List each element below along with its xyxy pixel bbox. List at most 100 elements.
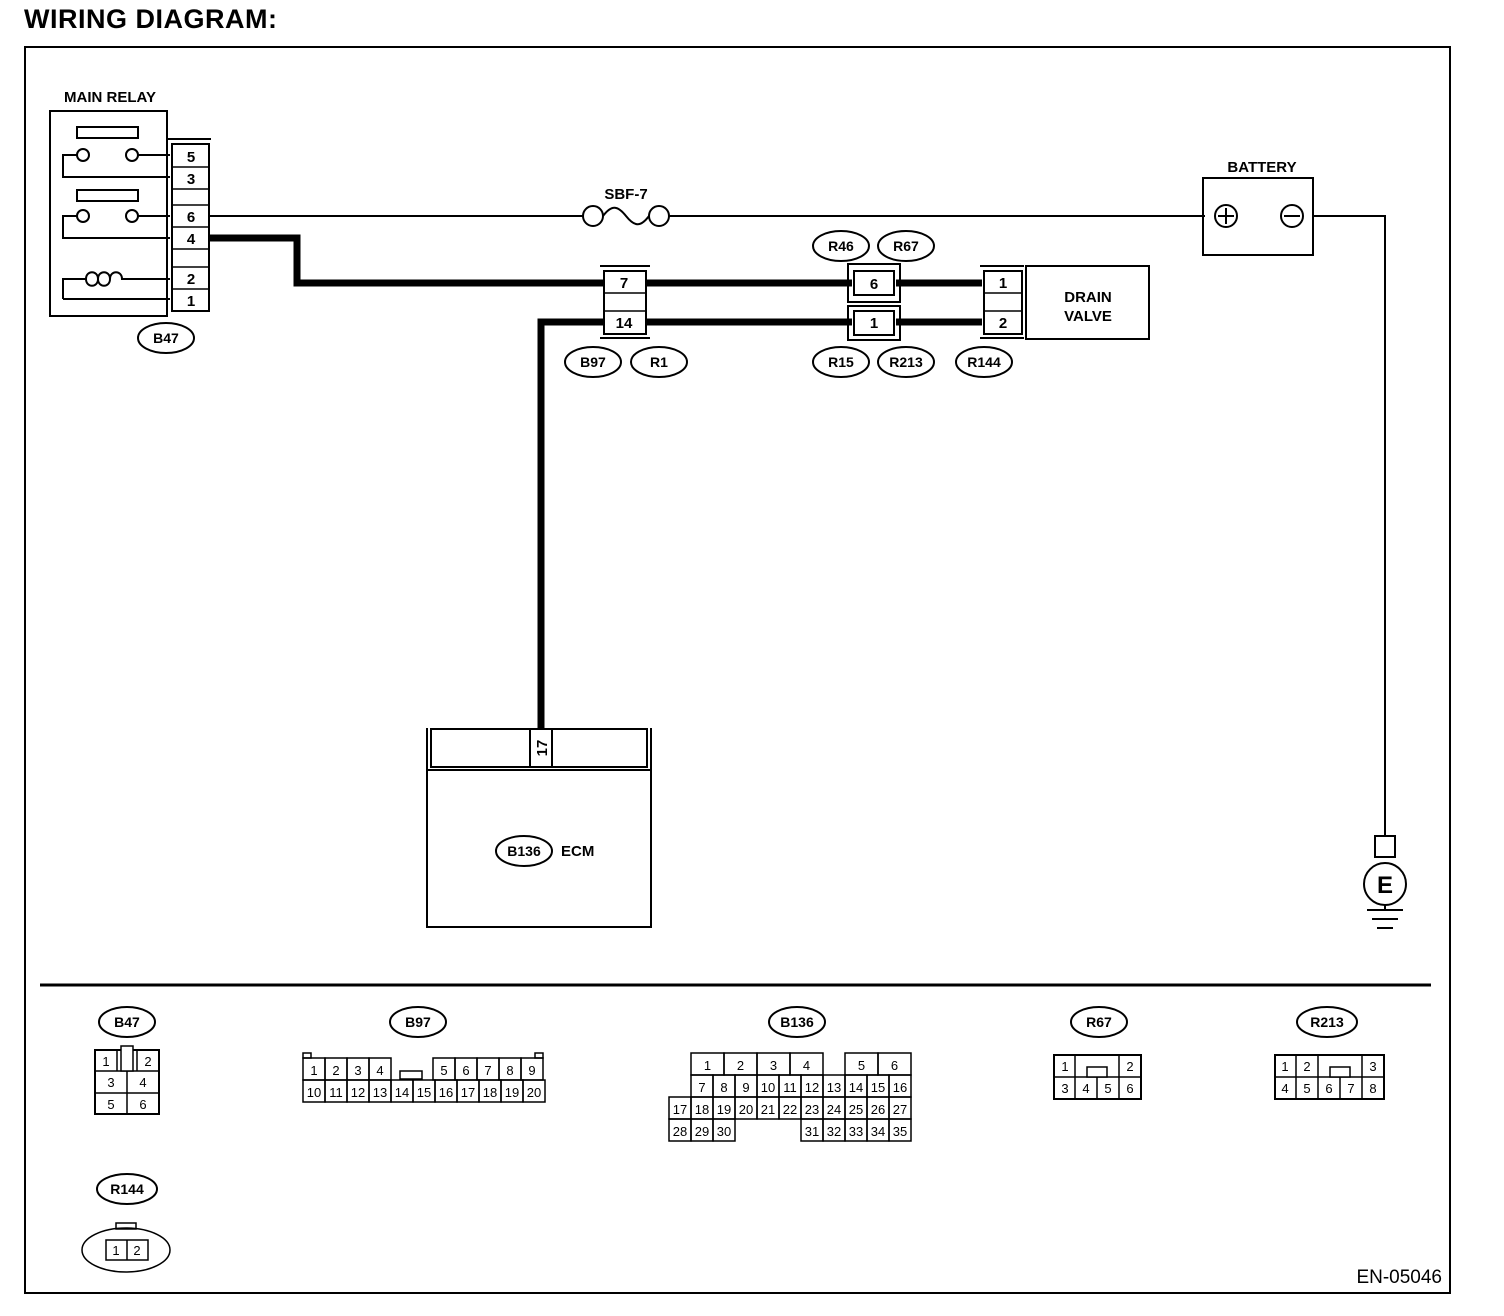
page-title: WIRING DIAGRAM: <box>24 4 278 34</box>
connector-cell-label: 4 <box>376 1063 383 1078</box>
wiring <box>209 215 1386 836</box>
connector-cell-label: 27 <box>893 1102 907 1117</box>
svg-text:6: 6 <box>139 1097 146 1112</box>
connector-cell-label: 28 <box>673 1124 687 1139</box>
connector-cell-label: 25 <box>849 1102 863 1117</box>
battery-negative-icon <box>1280 204 1304 228</box>
connector-cell-label: 35 <box>893 1124 907 1139</box>
svg-text:3: 3 <box>1061 1081 1068 1096</box>
drain-valve-label: VALVE <box>1064 308 1112 325</box>
connector-cell-label: 22 <box>783 1102 797 1117</box>
svg-text:2: 2 <box>144 1054 151 1069</box>
relay-connector: 5 3 6 4 2 1 B47 <box>137 138 211 354</box>
svg-text:4: 4 <box>139 1075 146 1090</box>
svg-text:4: 4 <box>1281 1081 1288 1096</box>
relay-pin: 3 <box>187 171 195 188</box>
connector-cell-label: 15 <box>871 1080 885 1095</box>
svg-text:R144: R144 <box>110 1181 144 1197</box>
connector-cell-label: 1 <box>704 1058 711 1073</box>
connector-cell-label: 30 <box>717 1124 731 1139</box>
connector-cell-label: 13 <box>373 1085 387 1100</box>
svg-text:3: 3 <box>107 1075 114 1090</box>
fuse-sbf7: SBF-7 <box>582 186 670 227</box>
ecm: 17 B136 ECM <box>426 728 652 928</box>
relay-pin: 5 <box>187 149 195 166</box>
connector-cell-label: 11 <box>783 1080 797 1095</box>
mid-pin: 14 <box>616 315 633 332</box>
connector-cell-label: 10 <box>307 1085 321 1100</box>
connector-cell-label: 14 <box>849 1080 863 1095</box>
connector-cell-label: 3 <box>354 1063 361 1078</box>
svg-text:1: 1 <box>1061 1059 1068 1074</box>
connector-tag-r67: R67 <box>893 238 919 254</box>
connector-cell-label: 33 <box>849 1124 863 1139</box>
connector-cell-label: 17 <box>673 1102 687 1117</box>
r-connector: 6 1 R46 R67 R15 R213 <box>812 230 935 378</box>
svg-text:1: 1 <box>102 1054 109 1069</box>
connector-cell-label: 24 <box>827 1102 841 1117</box>
connector-cell-label: 32 <box>827 1124 841 1139</box>
connector-cell-label: 4 <box>803 1058 810 1073</box>
connector-cell-label: 5 <box>858 1058 865 1073</box>
svg-text:5: 5 <box>1104 1081 1111 1096</box>
connector-cell-label: 21 <box>761 1102 775 1117</box>
svg-text:R213: R213 <box>1310 1014 1344 1030</box>
connector-tag-b136: B136 <box>507 843 541 859</box>
drain-valve: 1 2 DRAIN VALVE R144 <box>955 265 1150 378</box>
ground-label: E <box>1377 872 1393 899</box>
connector-cell-label: 15 <box>417 1085 431 1100</box>
battery-positive-icon <box>1214 204 1238 228</box>
connector-cell-label: 18 <box>483 1085 497 1100</box>
valve-pin: 2 <box>999 315 1007 332</box>
svg-text:6: 6 <box>1325 1081 1332 1096</box>
svg-text:2: 2 <box>133 1243 140 1258</box>
relay-pin: 2 <box>187 271 195 288</box>
connector-tag-r213: R213 <box>889 354 923 370</box>
connector-cell-label: 19 <box>505 1085 519 1100</box>
connector-cell-label: 29 <box>695 1124 709 1139</box>
r-pin: 6 <box>870 276 878 293</box>
relay-pin: 6 <box>187 209 195 226</box>
figure-code: EN-05046 <box>1356 1267 1442 1288</box>
connector-view-b47: B47 1 2 3 4 5 6 <box>94 1006 160 1115</box>
svg-text:5: 5 <box>1303 1081 1310 1096</box>
battery-label: BATTERY <box>1227 159 1296 176</box>
connector-cell-label: 18 <box>695 1102 709 1117</box>
relay-pin: 1 <box>187 293 195 310</box>
connector-cell-label: 7 <box>484 1063 491 1078</box>
svg-text:4: 4 <box>1082 1081 1089 1096</box>
connector-cell-label: 9 <box>528 1063 535 1078</box>
svg-text:5: 5 <box>107 1097 114 1112</box>
diagram-frame <box>24 46 1451 1294</box>
ecm-label: ECM <box>561 843 594 860</box>
connector-cell-label: 14 <box>395 1085 409 1100</box>
connector-view-r144: R144 1 2 <box>81 1173 171 1273</box>
connector-cell <box>888 1118 912 1142</box>
connector-tag-b97: B97 <box>580 354 606 370</box>
connector-cell-label: 8 <box>506 1063 513 1078</box>
svg-text:6: 6 <box>1126 1081 1133 1096</box>
connector-cell-label: 2 <box>737 1058 744 1073</box>
connector-cell-label: 26 <box>871 1102 885 1117</box>
connector-cell-label: 20 <box>739 1102 753 1117</box>
connector-tag-b47: B47 <box>153 330 179 346</box>
mid-pin: 7 <box>620 275 628 292</box>
connector-cell-label: 34 <box>871 1124 885 1139</box>
battery: BATTERY <box>1202 159 1314 256</box>
connector-view-r67: R67 1 2 3 4 5 6 <box>1053 1006 1142 1100</box>
connector-cell-label: 16 <box>439 1085 453 1100</box>
ground-icon: E <box>1363 835 1407 929</box>
connector-view-r213: R213 1 2 3 4 5 6 7 8 <box>1274 1006 1385 1100</box>
connector-cell-label: 6 <box>891 1058 898 1073</box>
connector-tag-r46: R46 <box>828 238 854 254</box>
connector-cell-label: 2 <box>332 1063 339 1078</box>
r-pin: 1 <box>870 315 878 332</box>
svg-text:R67: R67 <box>1086 1014 1112 1030</box>
connector-cell-label: 11 <box>329 1085 343 1100</box>
connector-cell-label: 19 <box>717 1102 731 1117</box>
connector-cell-label: 8 <box>720 1080 727 1095</box>
valve-pin: 1 <box>999 275 1007 292</box>
connector-cell-label: 12 <box>805 1080 819 1095</box>
